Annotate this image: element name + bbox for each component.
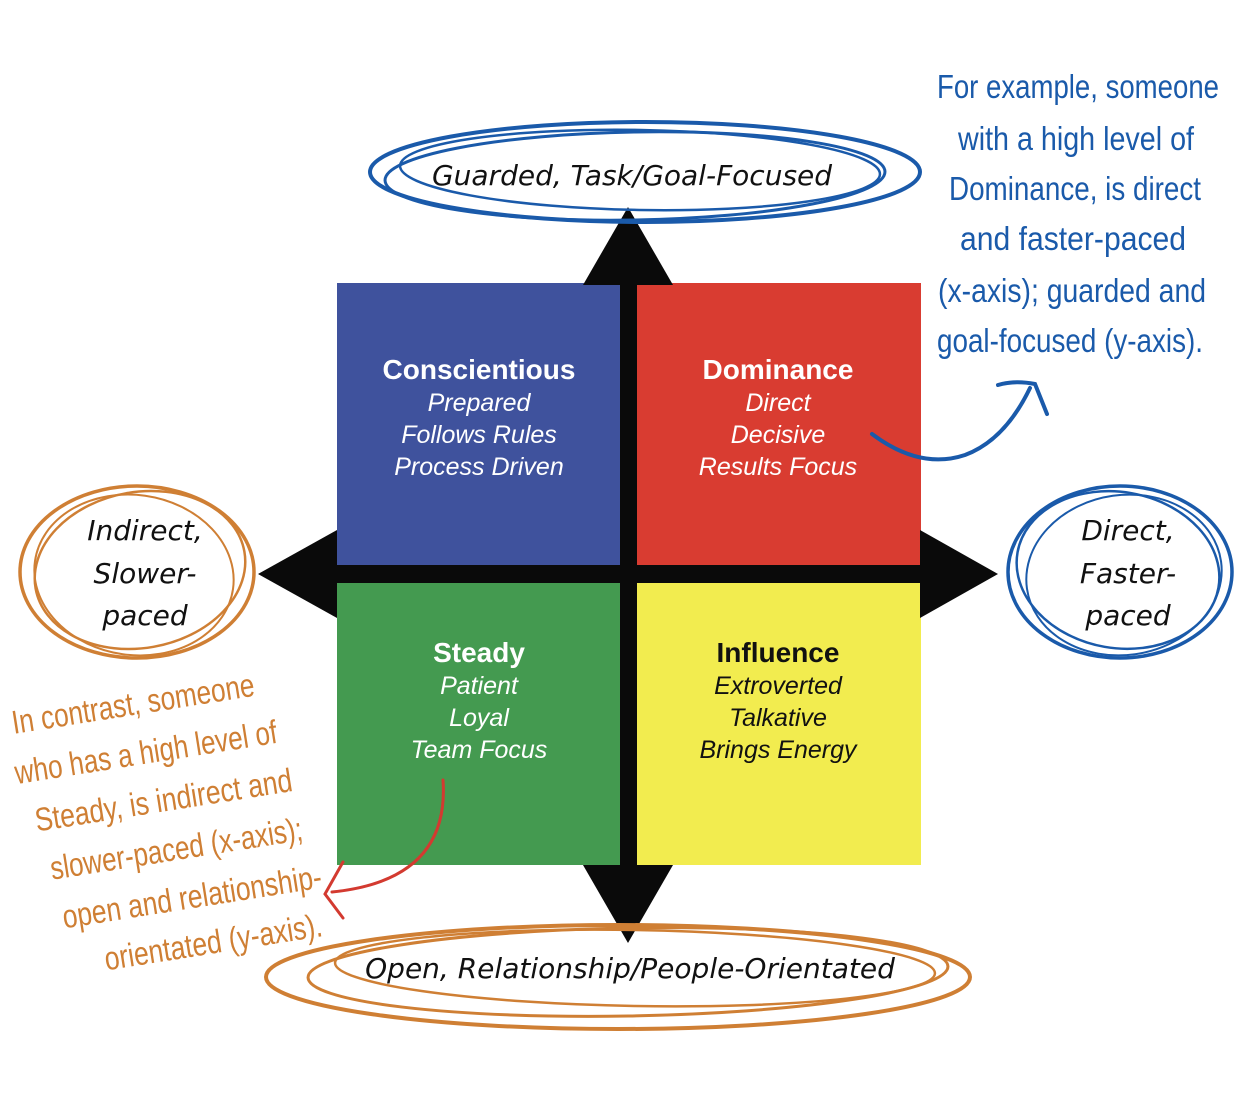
right-label-scribble xyxy=(1006,484,1234,660)
steady-text: Steady Patient Loyal Team Focus xyxy=(411,637,548,764)
quadrant-trait: Process Driven xyxy=(394,453,564,481)
annotation-line: goal-focused (y-axis). xyxy=(937,322,1203,359)
horizontal-axis xyxy=(320,565,935,583)
annotation-line: Dominance, is direct xyxy=(949,170,1201,207)
quadrant-title: Dominance xyxy=(703,354,854,385)
annotation-line: with a high level of xyxy=(957,120,1195,157)
quadrant-dominance xyxy=(637,283,921,565)
arrow-left-icon xyxy=(258,530,337,618)
steady-pointer-arrow-icon xyxy=(323,778,445,920)
quadrant-trait: Patient xyxy=(440,672,519,700)
bottom-label-scribble xyxy=(264,923,972,1031)
annotation-line: For example, someone xyxy=(937,68,1219,105)
influence-text: Influence Extroverted Talkative Brings E… xyxy=(699,637,858,764)
axis-label-bottom: Open, Relationship/People-Orientated xyxy=(365,952,895,985)
quadrant-trait: Prepared xyxy=(428,389,532,417)
quadrant-steady xyxy=(337,583,620,865)
conscientious-text: Conscientious Prepared Follows Rules Pro… xyxy=(383,354,576,481)
top-label-scribble xyxy=(368,120,922,224)
quadrant-title: Steady xyxy=(433,637,525,668)
quadrant-trait: Direct xyxy=(745,389,811,417)
dominance-pointer-arrow-icon xyxy=(870,380,1049,462)
quadrant-title: Influence xyxy=(717,637,840,668)
quadrant-trait: Follows Rules xyxy=(401,421,557,449)
dominance-text: Dominance Direct Decisive Results Focus xyxy=(699,354,857,481)
axis-label-right: Direct, xyxy=(1081,514,1174,547)
arrow-up-icon xyxy=(583,207,673,285)
arrow-down-icon xyxy=(583,865,673,943)
axis-label-left: Indirect, xyxy=(87,514,203,547)
steady-annotation: In contrast, someone who has a high leve… xyxy=(9,666,325,977)
quadrant-trait: Team Focus xyxy=(411,736,548,764)
axis-label-left: Slower- xyxy=(94,557,197,590)
annotation-line: (x-axis); guarded and xyxy=(938,272,1206,309)
arrow-right-icon xyxy=(920,530,998,618)
quadrant-conscientious xyxy=(337,283,620,565)
axis-label-right: paced xyxy=(1084,599,1171,632)
axis-label-left: paced xyxy=(101,599,188,632)
quadrant-trait: Results Focus xyxy=(699,453,857,481)
left-label-scribble xyxy=(18,484,256,660)
dominance-annotation: For example, someone with a high level o… xyxy=(937,68,1219,359)
axis-cross xyxy=(258,207,998,943)
quadrant-influence xyxy=(637,583,921,865)
quadrant-trait: Loyal xyxy=(449,704,510,732)
quadrant-trait: Decisive xyxy=(731,421,825,449)
quadrant-title: Conscientious xyxy=(383,354,576,385)
quadrant-trait: Talkative xyxy=(729,704,827,732)
annotation-line: and faster-paced xyxy=(960,220,1186,257)
axis-label-top: Guarded, Task/Goal-Focused xyxy=(432,159,832,192)
quadrant-trait: Extroverted xyxy=(714,672,843,700)
axis-label-right: Faster- xyxy=(1080,557,1176,590)
quadrant-trait: Brings Energy xyxy=(699,736,858,764)
